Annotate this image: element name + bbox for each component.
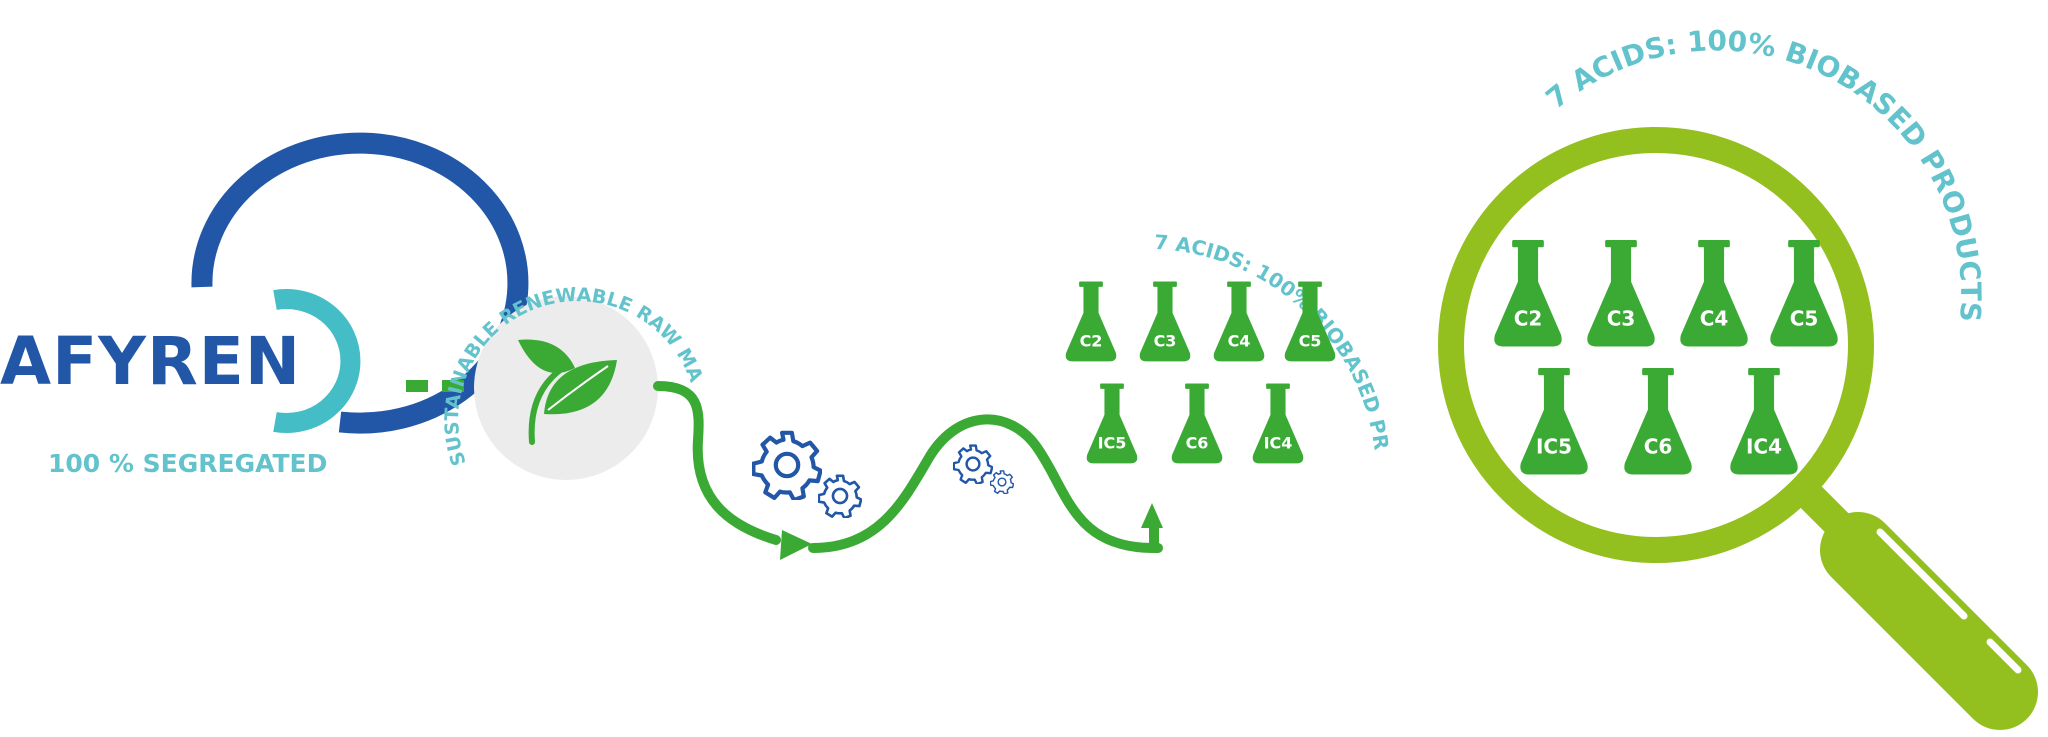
magnifier-handle-highlight-2 [1986,638,2022,674]
flask-label: C4 [1700,306,1729,330]
flask-label: C4 [1228,332,1251,351]
flask-ic4: IC4 [1730,368,1798,475]
flask-label: IC4 [1264,434,1293,453]
flask-c6: C6 [1171,383,1223,464]
process-wave [808,414,1163,554]
leaf-icon [518,339,617,445]
flask-label: C5 [1790,306,1819,330]
flask-label: C3 [1607,306,1636,330]
flask-c2: C2 [1065,281,1117,362]
process-path [653,381,1163,560]
flask-c6: C6 [1624,368,1692,475]
flask-label: IC5 [1536,434,1572,458]
raw-materials-group: SUSTAINABLE RENEWABLE RAW MATERIALS [0,0,707,480]
flask-label: C6 [1186,434,1209,453]
flask-label: IC5 [1098,434,1127,453]
flask-label: C2 [1514,306,1543,330]
flask-c2: C2 [1494,240,1562,347]
logo-outer-arc [191,132,529,434]
flask-c4: C4 [1213,281,1265,362]
magnifier-handle-highlight-1 [1876,528,1968,620]
afyren-logo: AFYREN 100 % SEGREGATED [0,132,529,478]
process-arrowhead-2 [1141,503,1163,528]
flask-label: C2 [1080,332,1103,351]
flask-c5: C5 [1770,240,1838,347]
flask-c5: C5 [1284,281,1336,362]
flask-ic5: IC5 [1520,368,1588,475]
flask-ic4: IC4 [1252,383,1304,464]
logo-tagline: 100 % SEGREGATED [48,449,327,478]
flask-label: C5 [1299,332,1322,351]
flask-label: C3 [1154,332,1177,351]
process-arrow-1 [653,381,781,545]
flask-ic5: IC5 [1086,383,1138,464]
gears-icon [753,433,1014,518]
logo-wordmark: AFYREN [0,323,301,400]
logo-inner-arc [273,289,361,433]
magnifier-handle [1820,512,2038,730]
process-arrowhead-1 [780,530,812,560]
flask-label: IC4 [1746,434,1782,458]
flask-c4: C4 [1680,240,1748,347]
flask-c3: C3 [1139,281,1191,362]
flask-c3: C3 [1587,240,1655,347]
flask-label: C6 [1644,434,1673,458]
